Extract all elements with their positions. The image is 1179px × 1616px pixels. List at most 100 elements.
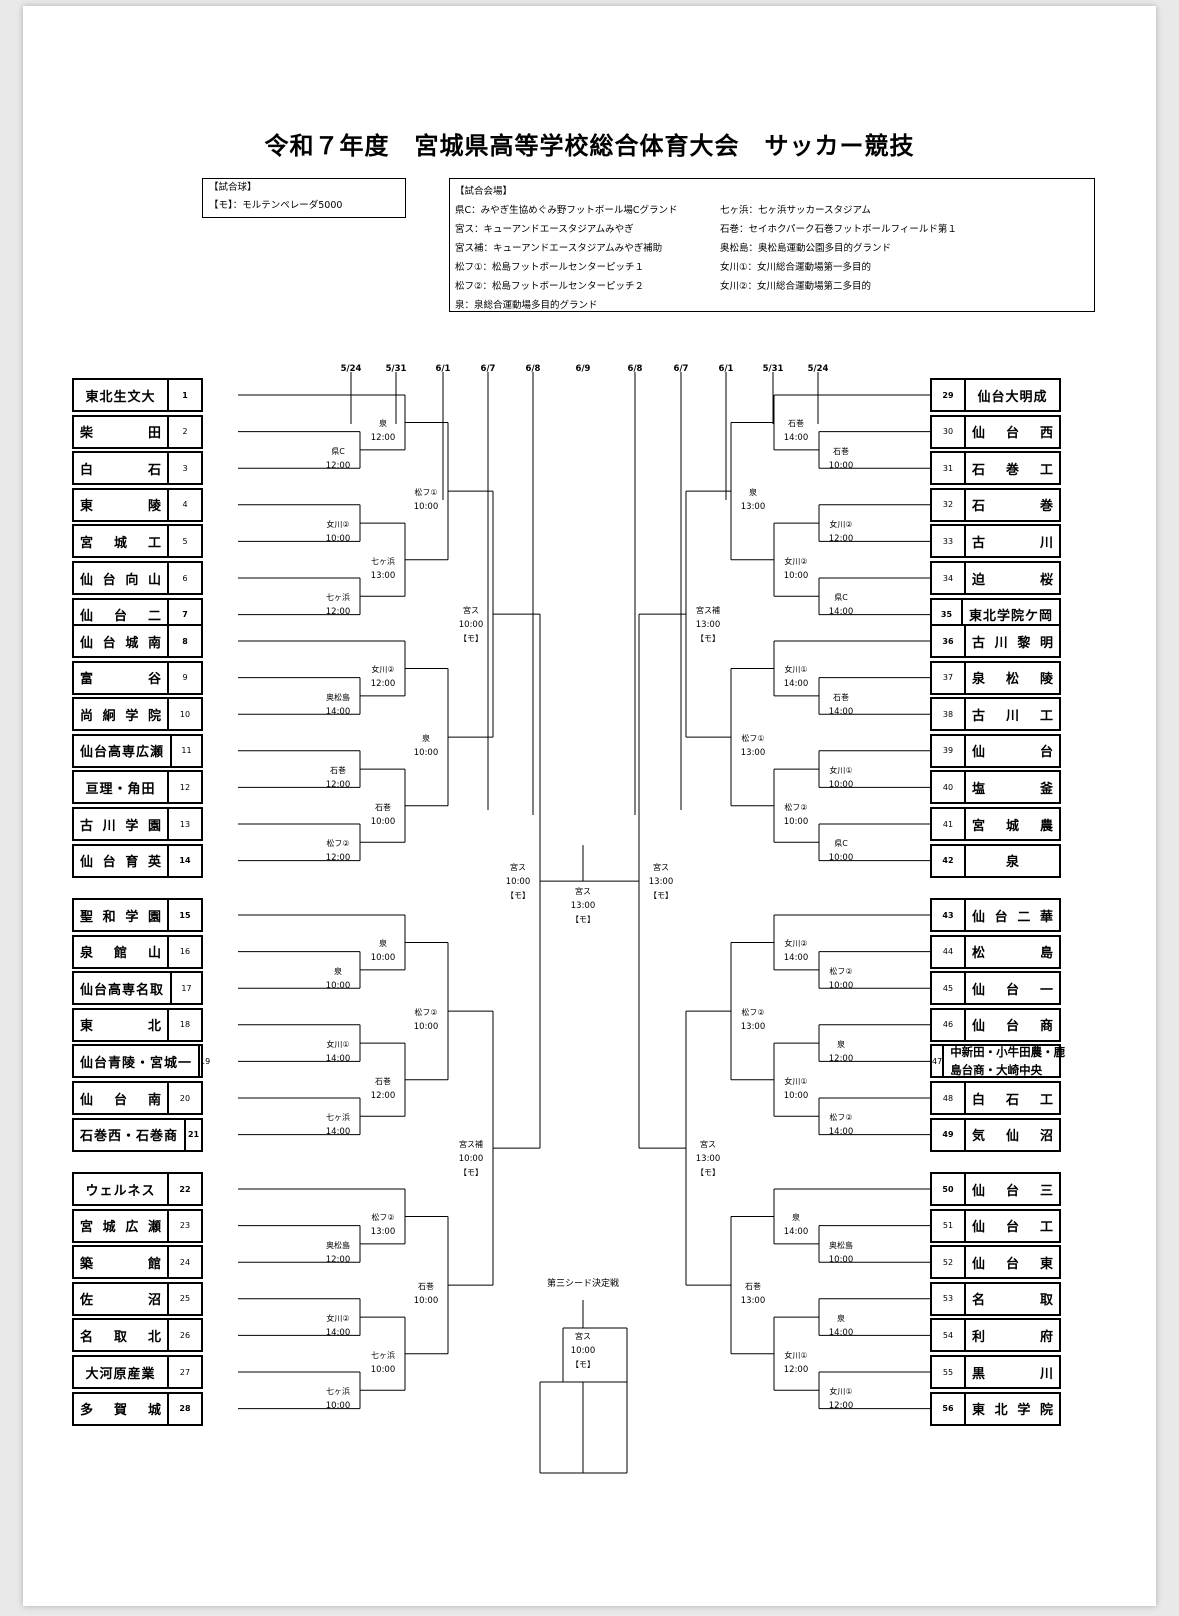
match-time: 10:00 [828,980,854,991]
team-number: 42 [932,845,966,876]
team-name-char: 泉 [80,946,94,962]
team-name-char: 陵 [1039,672,1053,688]
date-label: 5/24 [340,364,362,374]
team-name-char: 川 [994,635,1008,651]
match-time: 13:00 [740,1296,766,1307]
match-venue: 奥松島 [326,692,350,702]
match-venue: 女川② [829,520,853,530]
match-venue: 松フ② [829,1113,853,1123]
date-label: 6/8 [627,364,643,374]
team-name: 仙台東 [966,1253,1059,1272]
match-time: 13:00 [740,502,766,513]
team-name: 東北学院ケ岡 [968,609,1053,625]
match-time: 12:00 [828,1054,854,1065]
match-time: 10:00 [413,1296,439,1307]
team-number: 2 [167,416,201,447]
match-time: 13:00 [740,1022,766,1033]
match-ball: 【モ】 [459,634,483,644]
venue-line: 奥松島：奥松島運動公園多目的グランド [720,243,892,254]
match-venue: 七ヶ浜 [371,556,395,566]
team-name-char: 仙 [80,572,94,588]
team-name-char: 松 [972,946,986,962]
team-name-char: 台 [102,572,116,588]
match-venue: 女川② [784,556,808,566]
match-time: 12:00 [370,1090,396,1101]
team-name-char: 台 [1039,745,1053,761]
team-name-char: 城 [125,635,139,651]
match-time: 10:00 [570,1346,596,1356]
match-time: 14:00 [828,607,854,618]
team-name-char: 田 [147,426,161,442]
team-name-char: 石 [147,462,161,478]
match-venue: 松フ② [741,1008,765,1018]
team-name-char: 佐 [80,1293,94,1309]
venue-info-box: 【試合会場】 県C：みやぎ生協めぐみ野フットボール場Cグランド宮ス：キューアンド… [449,178,1095,312]
team-name-char: 仙 [972,1220,986,1236]
date-label: 6/7 [673,364,689,374]
match-venue: 宮ス [575,1332,591,1341]
venue-line: 宮ス補：キューアンドエースタジアムみやぎ補助 [455,243,663,254]
team-name-char: 育 [125,855,139,871]
team-name-char: 迫 [972,572,986,588]
team-name: 東北生文大 [85,389,156,405]
team-number: 3 [167,453,201,484]
team-name: 尚絅学院 [74,705,167,724]
match-time: 10:00 [458,1154,484,1165]
team-number: 38 [932,699,966,730]
team-name-char: 山 [147,946,161,962]
team-name-char: 東 [1039,1256,1053,1272]
team-name-char: 台 [1005,426,1019,442]
match-time: 12:00 [370,679,396,690]
venue-line: 宮ス：キューアンドエースタジアムみやぎ [455,224,634,235]
team-name: 石巻西・石巻商 [80,1129,179,1145]
team-name: 亘理・角田 [85,781,156,797]
match-time: 10:00 [458,620,484,631]
team-name-char: 城 [1005,818,1019,834]
team-name-char: 島 [1039,946,1053,962]
match-time: 10:00 [325,1401,351,1412]
team-number: 31 [932,453,966,484]
team-name-char: 桜 [1039,572,1053,588]
match-venue: 宮ス [700,1140,716,1150]
team-name: 石巻工 [966,459,1059,478]
match-venue: 泉 [334,966,342,976]
match-venue: 泉 [837,1314,845,1324]
team-number: 11 [170,735,201,766]
team-number: 55 [932,1357,966,1387]
team-name-char: 仙 [972,745,986,761]
team-name: 仙台一 [966,979,1059,998]
date-label: 6/7 [480,364,496,374]
venue-line: 県C：みやぎ生協めぐみ野フットボール場Cグランド [455,205,678,216]
team-name-char: 陵 [147,499,161,515]
